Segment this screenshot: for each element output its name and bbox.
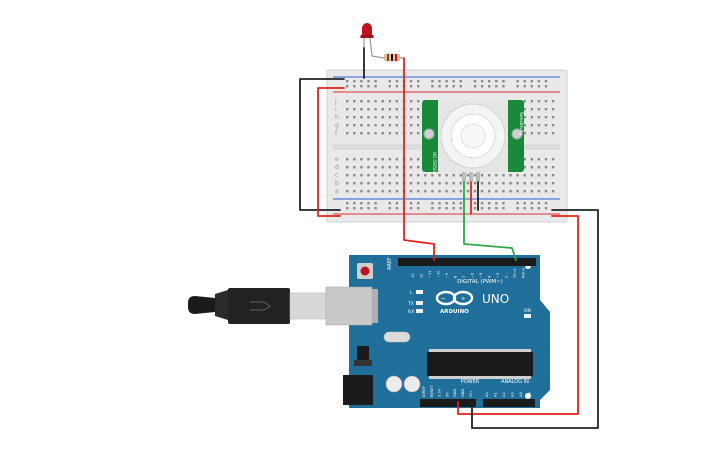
row-letter-h: h — [335, 114, 339, 121]
tx-led-label: TX — [407, 301, 414, 307]
wires — [299, 47, 599, 429]
pir-right-text: Sensitivity — [518, 112, 524, 136]
row-letter-g: g — [335, 122, 339, 129]
on-led-label: ON — [524, 308, 531, 314]
arduino-brand-text: ARDUINO — [440, 309, 469, 315]
pin-label: A3 — [511, 392, 515, 397]
analog-pin-labels: A0 A1 A2 A3 A4 A5 — [485, 392, 532, 397]
row-letter-b: b — [335, 180, 339, 187]
aref-label: AREF — [387, 257, 393, 270]
row-letter-e: e — [335, 156, 339, 163]
arduino-infinity-logo-icon: − + — [435, 290, 474, 306]
wire-resistor-to-pin — [403, 57, 435, 261]
pir-left-text: HC-SR501 — [431, 152, 437, 175]
power-header — [420, 399, 476, 407]
usb-plug-icon[interactable] — [188, 286, 378, 326]
l-led-label: L — [410, 290, 413, 296]
svg-text:−: − — [440, 296, 445, 303]
pin-label: 4 — [488, 275, 492, 278]
pin-label: IOREF — [422, 386, 426, 397]
capacitor-icon — [403, 375, 421, 393]
pir-pot-right-icon — [511, 128, 523, 140]
row-letter-i: i — [335, 106, 337, 113]
pir-sensor[interactable]: HC-SR501 Sensitivity — [422, 100, 524, 182]
rx-led-label: RX — [408, 309, 414, 315]
pin-label: RX←0 — [522, 267, 526, 278]
pin-label: A1 — [494, 392, 498, 397]
crystal-icon — [383, 331, 411, 343]
digital-pin-labels: 13 12 ~11 ~10 ~9 8 7 ~6 ~5 4 ~3 2 TX→1 RX←0 — [411, 267, 526, 279]
pin-label: ~3 — [496, 273, 500, 278]
pin-label: ~9 — [445, 272, 449, 278]
pin-label: TX→1 — [513, 268, 517, 279]
wire-pir-signal — [463, 181, 517, 261]
row-letter-j: j — [334, 98, 337, 105]
pin-label: RESET — [430, 385, 434, 397]
pin-label: 8 — [454, 275, 458, 278]
row-letter-a: a — [335, 188, 339, 195]
power-label: POWER — [461, 379, 480, 385]
pin-label: 5V — [445, 392, 449, 397]
svg-text:+: + — [460, 296, 465, 303]
pin-label: ~6 — [471, 272, 475, 278]
row-letter-c: c — [335, 172, 338, 179]
row-letter-d: d — [335, 164, 339, 171]
uno-model-text: UNO — [482, 292, 509, 306]
digital-header — [398, 258, 536, 266]
atmega-chip — [427, 352, 533, 376]
analog-header — [483, 399, 535, 407]
pin-label: ~11 — [428, 270, 432, 278]
pin-label: Vin — [469, 391, 473, 397]
wire-gnd-black — [471, 209, 599, 429]
pin-label: 12 — [420, 273, 424, 278]
analog-in-label: ANALOG IN — [501, 379, 529, 385]
wire-left-black-loop — [299, 78, 345, 211]
wire-5v-red — [457, 215, 579, 415]
pin-label: A5 — [528, 392, 532, 397]
digital-label: DIGITAL (PWM~) — [457, 279, 503, 285]
pir-pot-left-icon — [423, 128, 435, 140]
arduino-uno-board[interactable]: 13 12 ~11 ~10 ~9 8 7 ~6 ~5 4 ~3 2 TX→1 RX←0 DIGITAL (… — [343, 255, 550, 408]
pin-label: 2 — [505, 276, 509, 278]
red-led-icon[interactable] — [360, 23, 374, 57]
breadboard-row-letters: j i h g f e d c b a — [334, 98, 339, 195]
resistor-icon[interactable] — [371, 53, 404, 62]
pin-label: A4 — [519, 392, 523, 397]
row-letter-f: f — [335, 130, 338, 137]
pin-label: A0 — [485, 392, 489, 397]
wire-left-red-loop — [317, 87, 345, 217]
pin-label: 13 — [411, 273, 415, 278]
pin-label: ~10 — [437, 270, 441, 278]
power-jack[interactable] — [343, 375, 373, 405]
pin-label: A2 — [502, 392, 506, 397]
pin-label: GND — [461, 389, 465, 397]
pin-label: GND — [453, 389, 457, 397]
pin-label: ~5 — [479, 273, 483, 278]
pin-label: 3.3V — [438, 388, 442, 397]
capacitor-icon — [385, 375, 403, 393]
pin-label: 7 — [462, 276, 466, 278]
